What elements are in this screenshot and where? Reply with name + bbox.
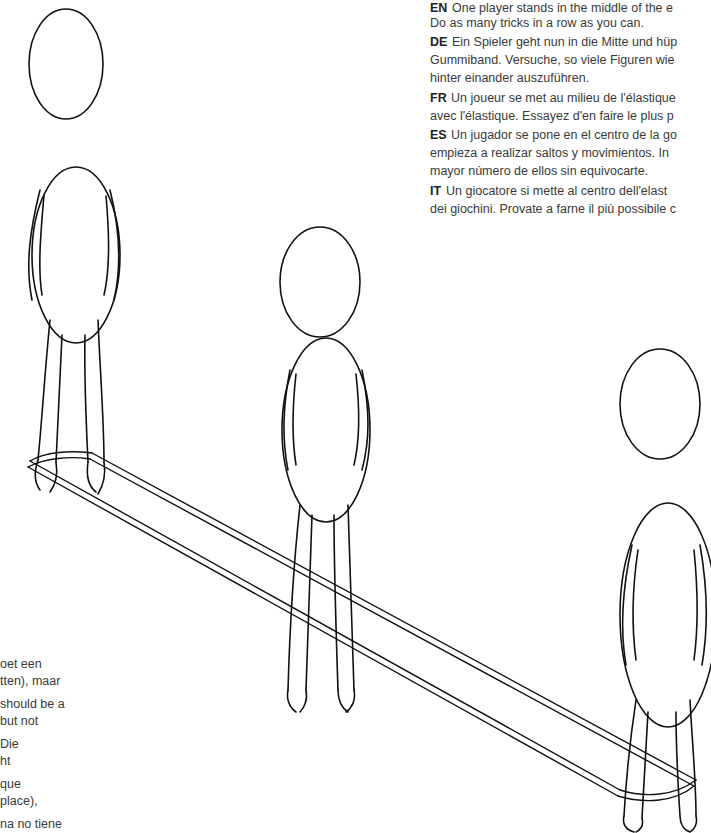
figure-head (280, 227, 360, 337)
instruction-text: Un giocatore si mette al centro dell'ela… (446, 183, 667, 199)
instruction-text: oet een (0, 656, 42, 672)
instruction-text: tten), maar (0, 673, 60, 689)
instruction-text: dei giochini. Provate a farne il più pos… (430, 201, 676, 217)
instruction-text: empieza a realizar saltos y movimientos.… (430, 145, 669, 161)
instruction-text: Do as many tricks in a row as you can. (430, 15, 644, 31)
instruction-text: One player stands in the middle of the e (452, 0, 673, 16)
language-code: IT (430, 183, 441, 199)
figure-body (620, 503, 711, 727)
instruction-text: but not (0, 713, 38, 729)
figure-arm (354, 370, 368, 470)
figure-body (282, 338, 370, 522)
figure-leg (85, 320, 104, 462)
language-code: ES (430, 127, 447, 143)
instruction-text: avec l'élastique. Essayez d'en faire le … (430, 108, 674, 124)
language-code: EN (430, 0, 447, 16)
instruction-text: que (0, 776, 21, 792)
figure-head (29, 9, 103, 119)
figure-foot (87, 462, 104, 494)
figure-leg (38, 320, 62, 462)
figure-arm (623, 545, 638, 665)
figure-arm (104, 190, 119, 300)
instruction-text: should be a (0, 696, 65, 712)
figure-foot (623, 816, 642, 832)
elastic-band (28, 452, 696, 801)
figure-leg (288, 505, 312, 690)
figure-foot (338, 690, 355, 712)
instruction-text: na no tiene (0, 816, 62, 832)
instruction-text: Ein Spieler geht nun in die Mitte und hü… (452, 34, 677, 50)
instruction-text: Gummiband. Versuche, so viele Figuren wi… (430, 52, 675, 68)
instruction-text: Die (0, 736, 19, 752)
instruction-text: ht (0, 753, 10, 769)
instruction-text: hinter einander auszuführen. (430, 70, 589, 86)
language-code: FR (430, 90, 447, 106)
figure-foot (35, 460, 57, 492)
figure-arm (284, 370, 296, 470)
figure-leg (334, 505, 354, 690)
instruction-text: place), (0, 793, 38, 809)
figure-head (620, 349, 700, 459)
language-code: DE (430, 34, 447, 50)
figure-foot (680, 816, 697, 832)
instruction-text: Un jugador se pone en el centro de la go (451, 127, 677, 143)
instruction-text: mayor número de ellos sin equivocarte. (430, 163, 648, 179)
figure-arm (694, 545, 706, 665)
instruction-text: Un joueur se met au milieu de l'élastiqu… (451, 90, 676, 106)
figure-arm (29, 190, 44, 300)
figure-leg (676, 700, 696, 816)
figure-body (32, 167, 120, 343)
figure-foot (287, 690, 306, 712)
